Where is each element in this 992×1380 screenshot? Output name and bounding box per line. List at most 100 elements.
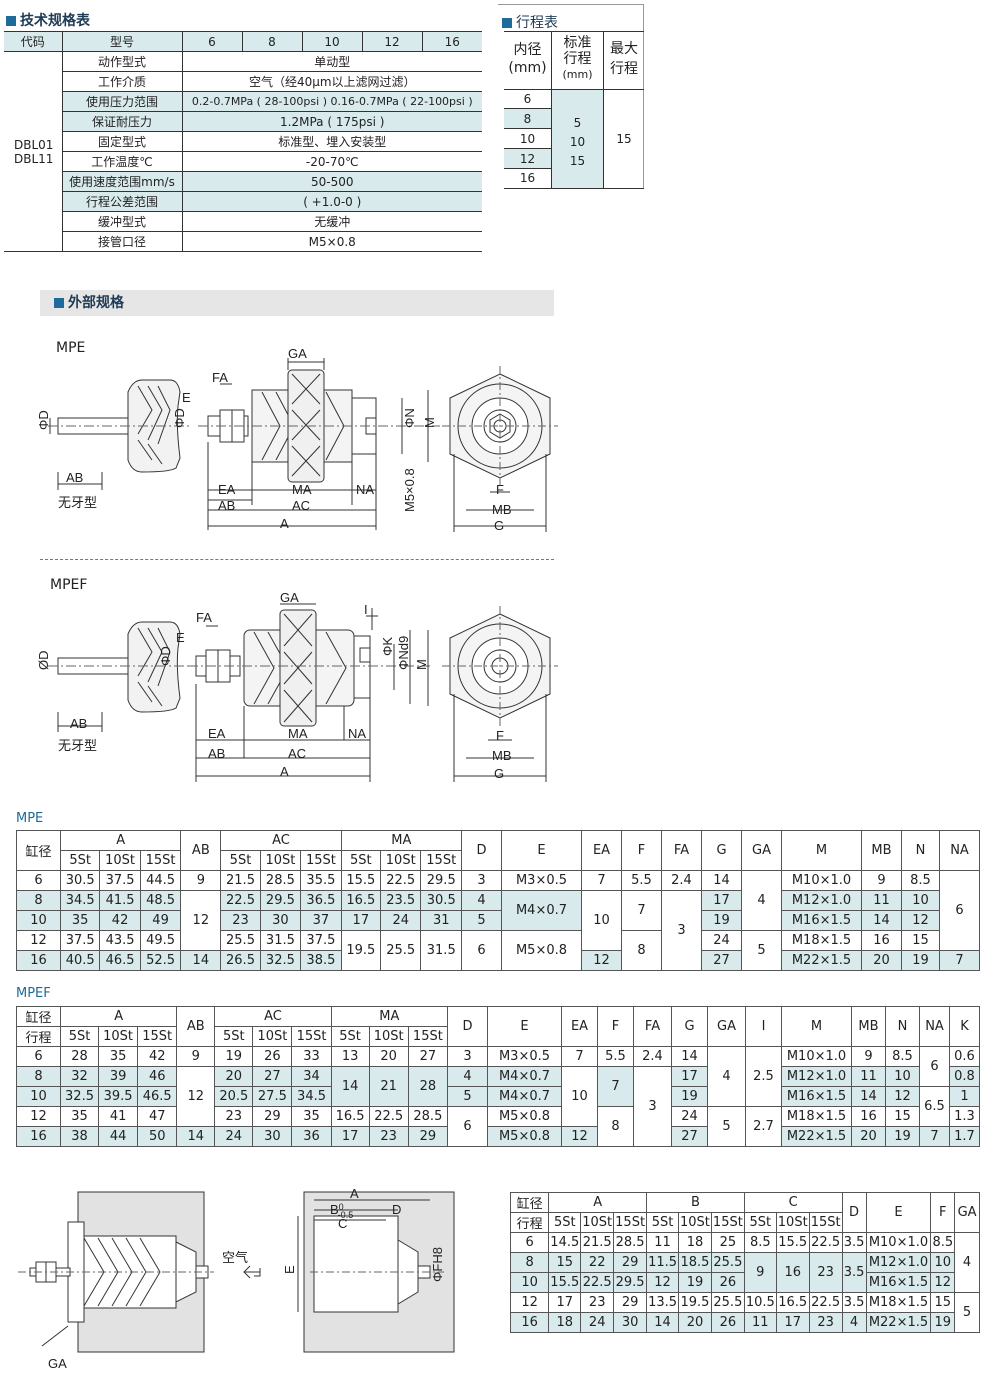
spec-value: 50-500 <box>182 171 482 192</box>
mount-head-st: 15St <box>613 1212 648 1233</box>
stroke-bore: 8 <box>504 109 552 129</box>
svg-text:ΦK: ΦK <box>380 637 395 656</box>
spec-key: 行程公差范围 <box>62 191 183 212</box>
svg-text:ΦD: ΦD <box>172 408 187 428</box>
svg-text:A: A <box>280 516 289 531</box>
mpe-head-st: 10St <box>259 850 302 871</box>
mpef-head-F: F <box>597 1006 634 1047</box>
mpef-head-st: 5St <box>330 1026 370 1047</box>
mount-head-stroke: 行程 <box>509 1212 550 1233</box>
svg-text:E: E <box>182 390 191 405</box>
mpe-head-st: 15St <box>420 850 462 871</box>
spec-key: 接管口径 <box>62 231 183 252</box>
stroke-max: 15 <box>616 132 632 146</box>
mount-head-F: F <box>930 1192 956 1233</box>
svg-text:EA: EA <box>218 482 236 497</box>
svg-text:EA: EA <box>208 726 226 741</box>
stroke-bore: 6 <box>504 89 552 109</box>
svg-text:ΦD: ΦD <box>158 646 173 666</box>
svg-text:MB: MB <box>492 502 512 517</box>
mpef-head-A: A <box>59 1006 178 1027</box>
spec-head-size: 12 <box>362 31 423 52</box>
spec-head-size: 16 <box>422 31 482 52</box>
svg-text:AB: AB <box>66 470 83 485</box>
stroke-bore: 16 <box>504 169 552 188</box>
spec-table: 代码 型号 6 8 10 12 16 DBL01 DBL11 动作型式 单动型 … <box>4 31 482 252</box>
svg-text:ΦD: ΦD <box>36 410 51 430</box>
mpef-head-M: M <box>781 1006 852 1047</box>
mount-head-st: 5St <box>548 1212 582 1233</box>
svg-text:I: I <box>364 602 368 617</box>
external-title: 外部规格 <box>40 290 554 316</box>
dash-divider <box>40 559 554 560</box>
spec-value: M5×0.8 <box>182 231 482 252</box>
spec-head-code: 代码 <box>4 31 63 52</box>
svg-text:AB: AB <box>208 746 225 761</box>
stroke-bore: 12 <box>504 149 552 169</box>
svg-text:FA: FA <box>212 370 228 385</box>
svg-text:D: D <box>392 1202 401 1217</box>
mpe-head-G: G <box>701 830 742 871</box>
mpef-head-AC: AC <box>214 1006 332 1027</box>
svg-text:ΦNd9: ΦNd9 <box>396 636 411 670</box>
mpe-head-st: 5St <box>340 850 381 871</box>
mpef-head-G: G <box>671 1006 708 1047</box>
mpe-head-F: F <box>621 830 662 871</box>
mpef-head-st: 15St <box>407 1026 449 1047</box>
mount-head-st: 15St <box>710 1212 745 1233</box>
mpef-head-st: 10St <box>368 1026 409 1047</box>
mpe-head-st: 15St <box>139 850 182 871</box>
spec-value: 标准型、埋入安装型 <box>182 131 482 152</box>
mpe-head-M: M <box>781 830 862 871</box>
svg-text:GA: GA <box>280 590 299 605</box>
mount-head-C: C <box>743 1192 843 1213</box>
stroke-table: 内径 (mm) 标准 行程(mm) 最大 行程 6 8 10 12 16 5 1… <box>504 31 644 189</box>
mpef-head-MB: MB <box>851 1006 886 1047</box>
mpe-head-st: 15St <box>300 850 342 871</box>
spec-bottom-rule <box>4 251 482 252</box>
spec-key: 使用压力范围 <box>62 91 183 112</box>
svg-text:NA: NA <box>356 482 374 497</box>
mpe-head-MB: MB <box>861 830 902 871</box>
mpef-head-N: N <box>885 1006 920 1047</box>
spec-head-size: 10 <box>302 31 363 52</box>
svg-text:E: E <box>282 1265 297 1274</box>
stroke-frame <box>498 4 644 188</box>
drawing-mpef-name: MPEF <box>50 577 88 593</box>
svg-text:M: M <box>414 659 429 670</box>
mpe-head-GA: GA <box>741 830 782 871</box>
mpe-head-AC: AC <box>220 830 342 851</box>
mount-head-D: D <box>841 1192 867 1233</box>
spec-value: 单动型 <box>182 51 482 72</box>
svg-text:G: G <box>494 518 504 533</box>
svg-text:M: M <box>422 417 437 428</box>
mpe-table: 缸径 A AB AC MA D E EA F FA G GA M MB N NA… <box>16 830 980 971</box>
mount-head-A: A <box>548 1192 648 1213</box>
spec-value: -20-70℃ <box>182 151 482 172</box>
mpef-head-EA: EA <box>561 1006 598 1047</box>
mpe-head-EA: EA <box>581 830 622 871</box>
svg-text:A: A <box>350 1186 359 1201</box>
drawing-mpef-notype: 无牙型 <box>58 739 98 754</box>
mpef-head-st: 5St <box>214 1026 254 1047</box>
svg-text:GA: GA <box>48 1356 67 1371</box>
mpe-head-AB: AB <box>180 830 222 871</box>
stroke-head-std: 标准 行程(mm) <box>552 31 604 89</box>
svg-text:FA: FA <box>196 610 212 625</box>
svg-text:ØD: ØD <box>36 651 51 671</box>
stroke-head-bore: 内径 (mm) <box>504 31 552 89</box>
svg-text:F: F <box>496 728 504 743</box>
mpe-head-E: E <box>501 830 582 871</box>
mount-drawing: GA 空气 A B0-0.5 C D E ΦFH8 <box>18 1186 455 1371</box>
svg-text:F: F <box>496 482 504 497</box>
mpef-head-st: 15St <box>291 1026 332 1047</box>
spec-title: 技术规格表 <box>6 10 90 30</box>
